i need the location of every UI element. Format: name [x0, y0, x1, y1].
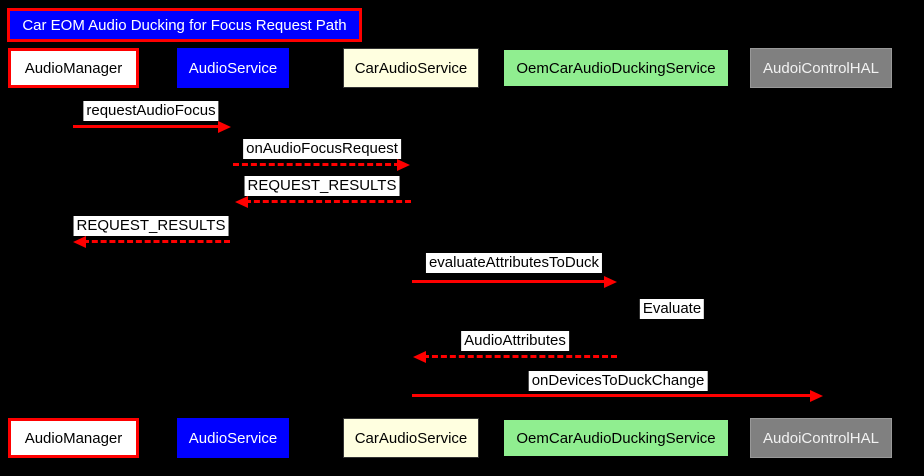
arrowhead-left-icon — [413, 351, 426, 363]
lifeline-caraudioservice — [411, 88, 412, 418]
actor-audioservice-top: AudioService — [177, 48, 289, 88]
actor-audioservice-bottom: AudioService — [177, 418, 289, 458]
diagram-title: Car EOM Audio Ducking for Focus Request … — [7, 8, 362, 42]
message-arrow-requestaudiofocus — [73, 125, 221, 128]
message-label-evaluate-self: Evaluate — [639, 299, 705, 319]
actor-oemcaraudioduckingservice-bottom: OemCarAudioDuckingService — [502, 418, 730, 458]
message-label-onaudiofocusrequest: onAudioFocusRequest — [243, 139, 401, 159]
arrowhead-right-icon — [397, 159, 410, 171]
message-label-audioattributes: AudioAttributes — [461, 331, 569, 351]
actor-caraudioservice-bottom: CarAudioService — [343, 418, 479, 458]
message-label-request-results-1: REQUEST_RESULTS — [244, 176, 400, 196]
message-arrow-audioattributes — [423, 355, 617, 358]
lifeline-audiomanager — [73, 88, 74, 418]
message-label-evaluateattributestoduck: evaluateAttributesToDuck — [425, 253, 603, 273]
lifeline-oemcaraudioduckingservice — [616, 88, 617, 418]
actor-audoicontrolhal-bottom: AudoiControlHAL — [750, 418, 892, 458]
message-arrow-ondevicestoduckchange — [412, 394, 813, 397]
actor-oemcaraudioduckingservice-top: OemCarAudioDuckingService — [502, 48, 730, 88]
message-arrow-request-results-2 — [83, 240, 230, 243]
actor-caraudioservice-top: CarAudioService — [343, 48, 479, 88]
message-label-ondevicestoduckchange: onDevicesToDuckChange — [528, 371, 708, 391]
arrowhead-left-icon — [73, 236, 86, 248]
arrowhead-left-icon — [235, 196, 248, 208]
message-arrow-onaudiofocusrequest — [233, 163, 400, 166]
actor-audiomanager-bottom: AudioManager — [8, 418, 139, 458]
actor-audiomanager-top: AudioManager — [8, 48, 139, 88]
message-label-request-results-2: REQUEST_RESULTS — [73, 216, 229, 236]
message-label-requestaudiofocus: requestAudioFocus — [83, 101, 219, 121]
lifeline-audioservice — [233, 88, 234, 418]
arrowhead-right-icon — [218, 121, 231, 133]
lifeline-audoicontrolhal — [820, 88, 821, 418]
arrowhead-right-icon — [604, 276, 617, 288]
message-arrow-evaluateattributestoduck — [412, 280, 607, 283]
arrowhead-right-icon — [810, 390, 823, 402]
message-arrow-request-results-1 — [245, 200, 411, 203]
actor-audoicontrolhal-top: AudoiControlHAL — [750, 48, 892, 88]
